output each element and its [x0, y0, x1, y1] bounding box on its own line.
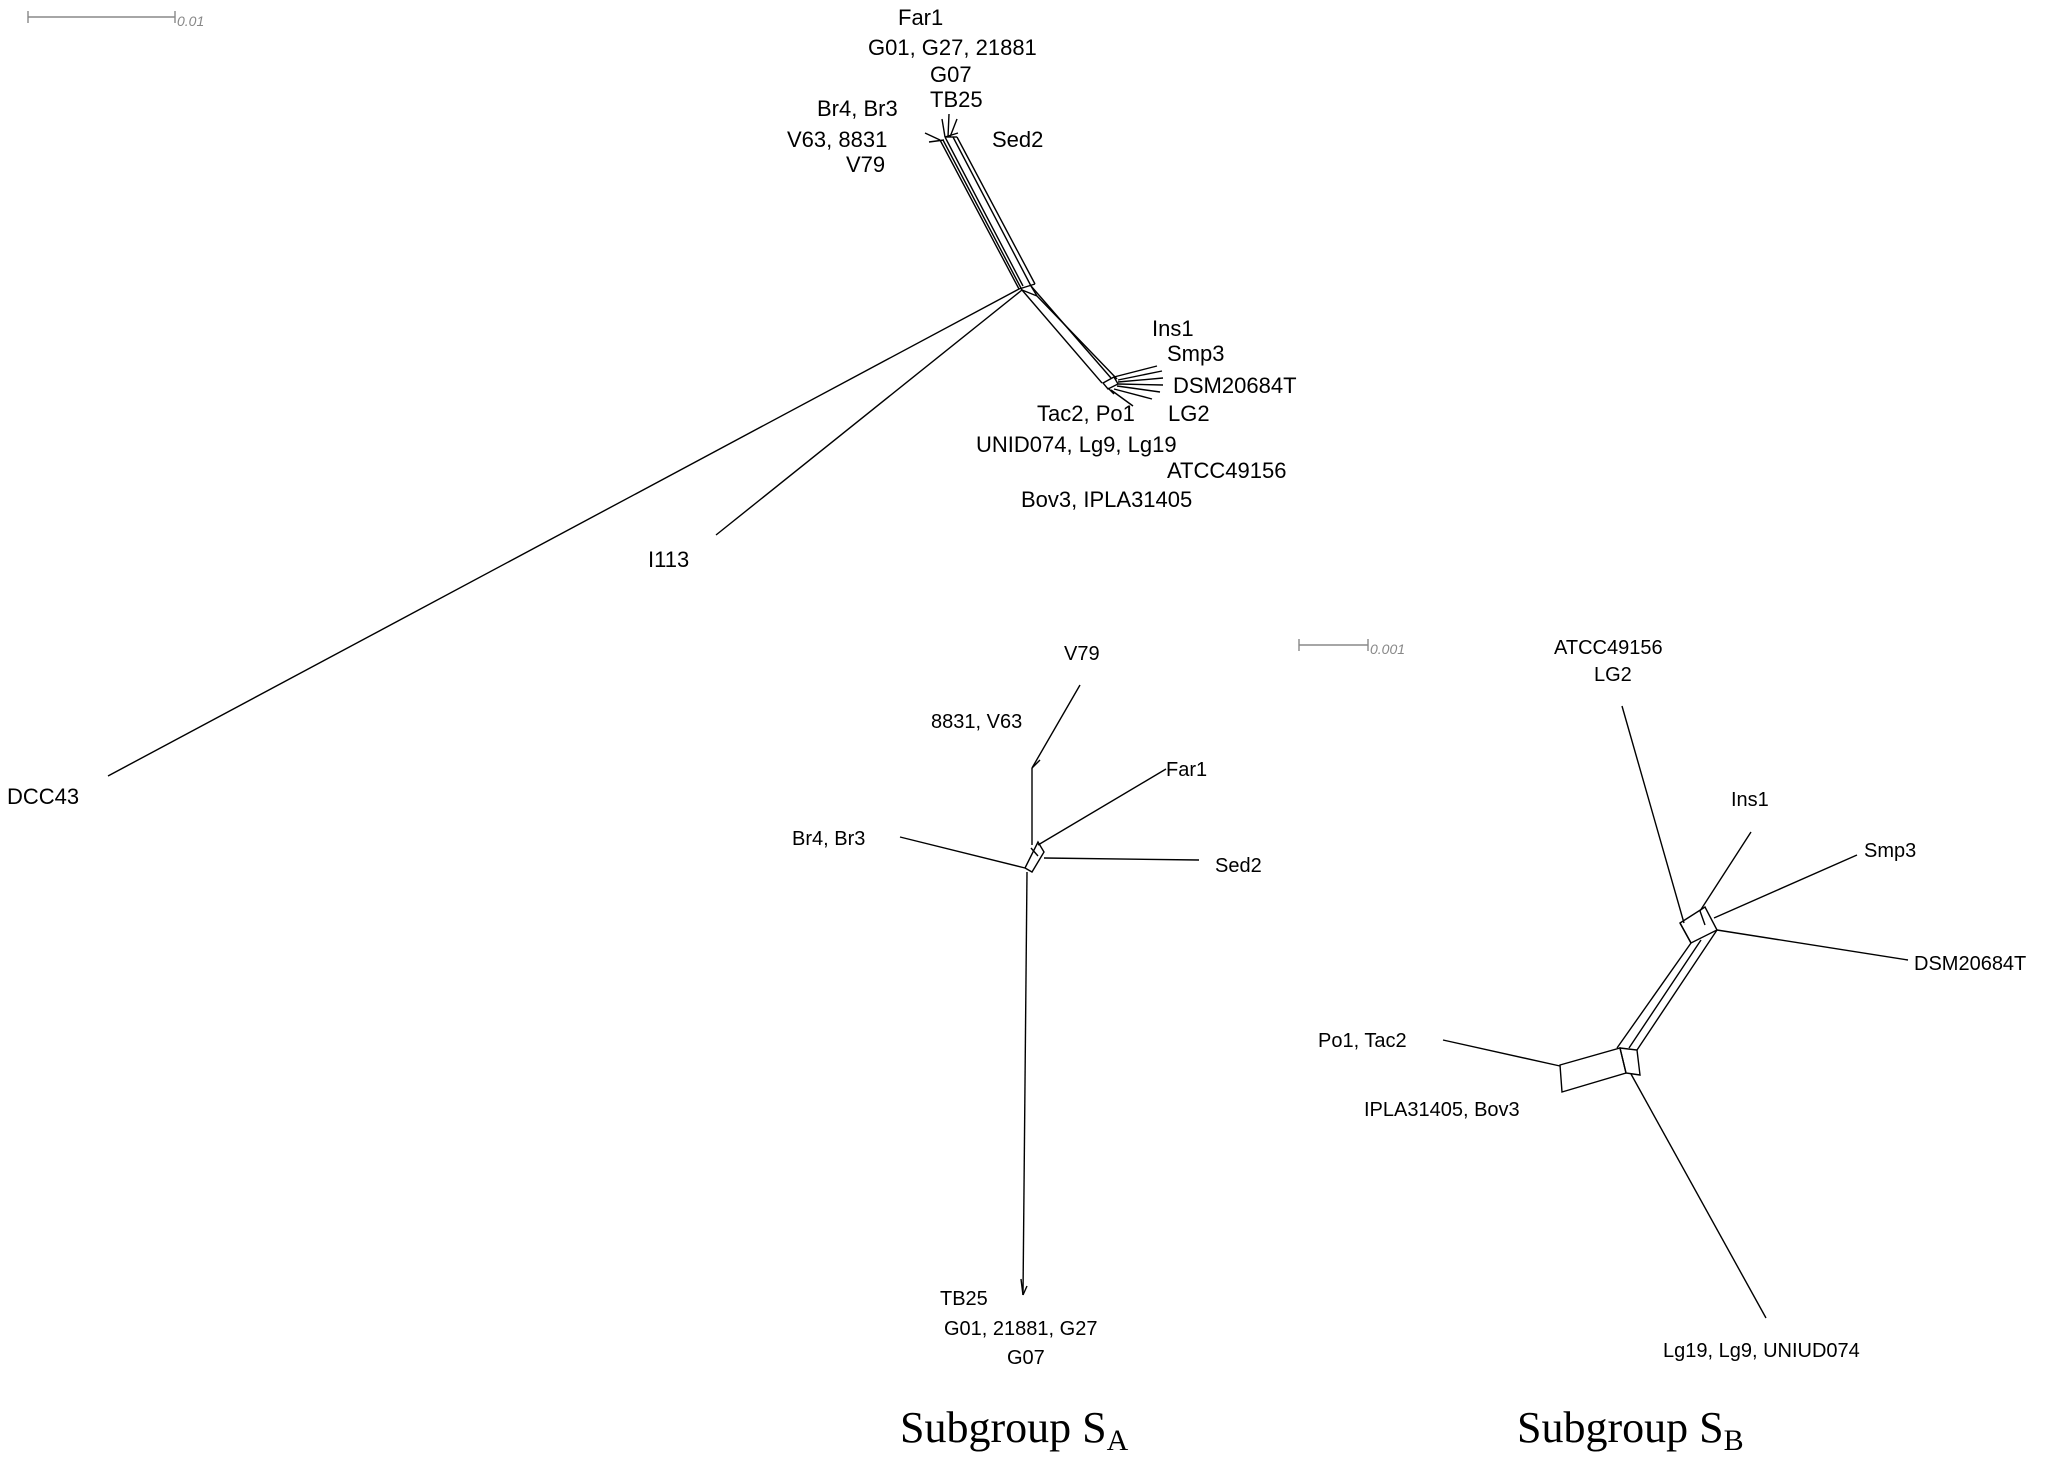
main-label-i113: I113: [648, 547, 689, 572]
main-scale-bar: 0.01: [27, 11, 204, 29]
subgroup-a-edges: [899, 684, 1200, 1296]
main-label-g01-g27-21881: G01, G27, 21881: [868, 35, 1037, 60]
sa-label-g01-21881-g27: G01, 21881, G27: [944, 1318, 1097, 1340]
main-label-far1: Far1: [898, 5, 943, 30]
sa-label-br4-br3: Br4, Br3: [792, 828, 865, 850]
main-label-sed2: Sed2: [992, 127, 1043, 152]
subgroup-b-caption: Subgroup SB: [1517, 1403, 1744, 1457]
main-label-v79: V79: [846, 152, 885, 177]
sb-label-smp3: Smp3: [1864, 840, 1916, 862]
main-network-edges: [107, 113, 1164, 777]
subgroup-a-caption: Subgroup SA: [900, 1403, 1129, 1457]
sb-label-po1-tac2: Po1, Tac2: [1318, 1030, 1407, 1052]
sa-label-sed2: Sed2: [1215, 855, 1262, 877]
sb-label-ipla31405-bov3: IPLA31405, Bov3: [1364, 1099, 1520, 1121]
main-label-bov3-ipla31405: Bov3, IPLA31405: [1021, 487, 1192, 512]
subgroup-a-labels: V79 8831, V63 Far1 Br4, Br3 Sed2 TB25 G0…: [792, 643, 1262, 1369]
sb-label-atcc49156: ATCC49156: [1554, 637, 1663, 659]
main-label-g07: G07: [930, 62, 972, 87]
sa-label-v79: V79: [1064, 643, 1100, 665]
sa-label-far1: Far1: [1166, 759, 1207, 781]
main-label-unid074-lg9-lg19: UNID074, Lg9, Lg19: [976, 432, 1177, 457]
main-label-tac2-po1: Tac2, Po1: [1037, 401, 1135, 426]
main-label-smp3: Smp3: [1167, 341, 1224, 366]
main-network: 0.01: [7, 5, 1297, 809]
sa-label-tb25: TB25: [940, 1288, 988, 1310]
main-label-lg2: LG2: [1168, 401, 1210, 426]
sb-label-ins1: Ins1: [1731, 789, 1769, 811]
subgroup-b-labels: ATCC49156 LG2 Ins1 Smp3 DSM20684T Po1, T…: [1318, 637, 2026, 1362]
main-scale-label: 0.01: [177, 13, 204, 29]
main-label-br4-br3: Br4, Br3: [817, 96, 898, 121]
subgroup-b-edges: [1442, 705, 1909, 1319]
sa-label-8831-v63: 8831, V63: [931, 711, 1022, 733]
main-label-dsm20684t: DSM20684T: [1173, 373, 1297, 398]
sb-scale-bar: 0.001: [1298, 639, 1405, 657]
main-label-atcc49156: ATCC49156: [1167, 458, 1286, 483]
main-label-dcc43: DCC43: [7, 784, 79, 809]
main-label-v63-8831: V63, 8831: [787, 127, 887, 152]
main-network-labels: Far1 G01, G27, 21881 G07 TB25 Br4, Br3 V…: [7, 5, 1297, 809]
sa-label-g07: G07: [1007, 1347, 1045, 1369]
subgroup-b-network: 0.001 ATCC49156 LG2 Ins1 Smp3: [1298, 637, 2026, 1457]
sb-label-dsm20684t: DSM20684T: [1914, 953, 2026, 975]
sb-label-lg19-lg9-uniud074: Lg19, Lg9, UNIUD074: [1663, 1340, 1860, 1362]
main-label-tb25: TB25: [930, 87, 983, 112]
sb-label-lg2: LG2: [1594, 664, 1632, 686]
subgroup-a-network: V79 8831, V63 Far1 Br4, Br3 Sed2 TB25 G0…: [792, 643, 1262, 1457]
sb-scale-label: 0.001: [1370, 641, 1405, 657]
main-label-ins1: Ins1: [1152, 316, 1194, 341]
